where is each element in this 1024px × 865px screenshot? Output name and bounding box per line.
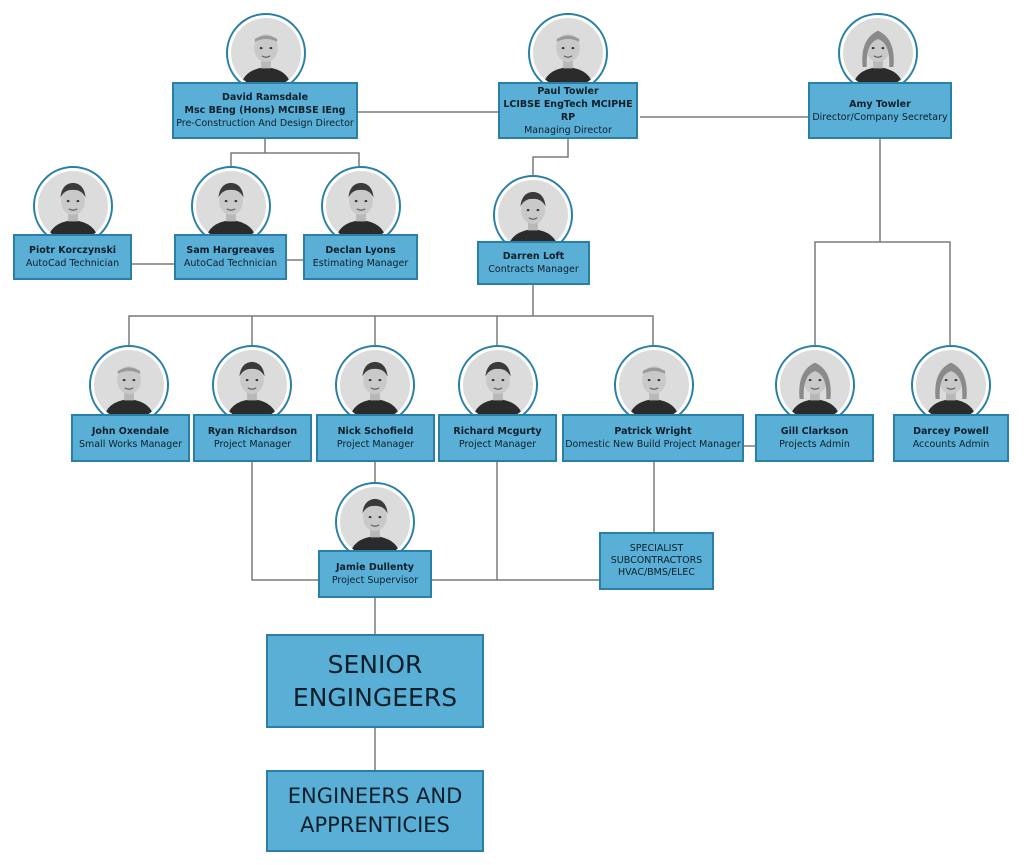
org-box-declan-lyons: Declan Lyons Estimating Manager [303, 234, 418, 280]
portrait-image [916, 350, 986, 420]
person-qualifications: LCIBSE EngTech MCIPHE RP [503, 98, 633, 123]
person-name: Ryan Richardson [207, 426, 298, 437]
connector [251, 462, 318, 581]
org-box-jamie-dullenty: Jamie Dullenty Project Supervisor [318, 550, 432, 598]
avatar [321, 166, 401, 246]
portrait-image [94, 350, 164, 420]
avatar [335, 482, 415, 562]
specialist-line-2: SUBCONTRACTORS [610, 555, 703, 566]
portrait-image [780, 350, 850, 420]
senior-line-2: ENGINGEERS [292, 683, 458, 712]
connector [532, 139, 569, 175]
person-name: Amy Towler [849, 98, 911, 110]
person-title: AutoCad Technician [183, 258, 278, 269]
person-title: Project Manager [336, 439, 415, 450]
person-title: Estimating Manager [312, 258, 409, 269]
org-box-amy-towler: Amy Towler Director/Company Secretary [808, 82, 952, 139]
person-title: Project Supervisor [331, 575, 419, 586]
portrait-image [533, 18, 603, 88]
specialist-line-3: HVAC/BMS/ELEC [617, 567, 696, 578]
org-box-ryan-richardson: Ryan Richardson Project Manager [193, 414, 312, 462]
person-title: Contracts Manager [488, 264, 579, 275]
person-name: Piotr Korczynski [28, 245, 117, 256]
portrait-image [38, 171, 108, 241]
portrait-image [231, 18, 301, 88]
avatar [775, 345, 855, 425]
person-title: Small Works Manager [78, 439, 183, 450]
person-name: John Oxendale [91, 426, 170, 437]
portrait-image [340, 487, 410, 557]
portrait-image [463, 350, 533, 420]
senior-line-1: SENIOR [327, 650, 423, 679]
person-qualifications: Msc BEng (Hons) MCIBSE IEng [184, 105, 346, 116]
person-title: Project Manager [458, 439, 537, 450]
portrait-image [326, 171, 396, 241]
specialist-line-1: SPECIALIST [629, 543, 684, 554]
connector [880, 241, 951, 347]
person-title: Accounts Admin [912, 439, 990, 450]
portrait-image [498, 180, 568, 250]
avatar [89, 345, 169, 425]
specialist-subcontractors-box: SPECIALIST SUBCONTRACTORS HVAC/BMS/ELEC [599, 532, 714, 590]
person-name: David Ramsdale [221, 92, 309, 103]
person-title: AutoCad Technician [25, 258, 120, 269]
org-box-john-oxendale: John Oxendale Small Works Manager [71, 414, 190, 462]
org-box-patrick-wright: Patrick Wright Domestic New Build Projec… [562, 414, 744, 462]
avatar [226, 13, 306, 93]
person-title: Domestic New Build Project Manager [565, 439, 741, 450]
person-title: Pre-Construction And Design Director [176, 118, 354, 129]
org-box-nick-schofield: Nick Schofield Project Manager [316, 414, 435, 462]
avatar [838, 13, 918, 93]
avatar [191, 166, 271, 246]
avatar [212, 345, 292, 425]
avatar [528, 13, 608, 93]
connector [265, 152, 360, 166]
engineers-apprentices-box: ENGINEERS AND APPRENTICIES [266, 770, 484, 852]
avatar [911, 345, 991, 425]
portrait-image [217, 350, 287, 420]
org-box-gill-clarkson: Gill Clarkson Projects Admin [755, 414, 874, 462]
engineers-line-1: ENGINEERS AND [287, 784, 463, 808]
person-name: Gill Clarkson [780, 426, 849, 437]
person-name: Darren Loft [502, 251, 565, 262]
person-name: Nick Schofield [337, 426, 414, 437]
portrait-image [340, 350, 410, 420]
person-name: Darcey Powell [913, 426, 989, 437]
portrait-image [843, 18, 913, 88]
org-box-darren-loft: Darren Loft Contracts Manager [477, 241, 590, 285]
person-title: Managing Director [524, 124, 612, 136]
person-name: Paul Towler [537, 85, 599, 97]
person-title: Projects Admin [779, 439, 850, 450]
avatar [614, 345, 694, 425]
org-box-darcey-powell: Darcey Powell Accounts Admin [893, 414, 1009, 462]
portrait-image [619, 350, 689, 420]
connector [230, 139, 266, 166]
avatar [335, 345, 415, 425]
person-name: Sam Hargreaves [186, 245, 275, 256]
person-title: Project Manager [213, 439, 292, 450]
org-box-piotr-korczynski: Piotr Korczynski AutoCad Technician [13, 234, 132, 280]
org-box-david-ramsdale: David Ramsdale Msc BEng (Hons) MCIBSE IE… [172, 82, 358, 139]
org-box-paul-towler: Paul Towler LCIBSE EngTech MCIPHE RP Man… [498, 82, 638, 139]
person-name: Patrick Wright [614, 426, 692, 437]
portrait-image [196, 171, 266, 241]
senior-engineers-box: SENIOR ENGINGEERS [266, 634, 484, 728]
person-title: Director/Company Secretary [812, 111, 948, 123]
person-name: Jamie Dullenty [336, 562, 414, 573]
person-name: Declan Lyons [325, 245, 396, 256]
person-name: Richard Mcgurty [453, 426, 542, 437]
org-box-richard-mcgurty: Richard Mcgurty Project Manager [438, 414, 557, 462]
engineers-line-2: APPRENTICIES [300, 813, 450, 837]
connector [814, 139, 881, 347]
connector [128, 315, 654, 347]
org-box-sam-hargreaves: Sam Hargreaves AutoCad Technician [174, 234, 287, 280]
avatar [458, 345, 538, 425]
